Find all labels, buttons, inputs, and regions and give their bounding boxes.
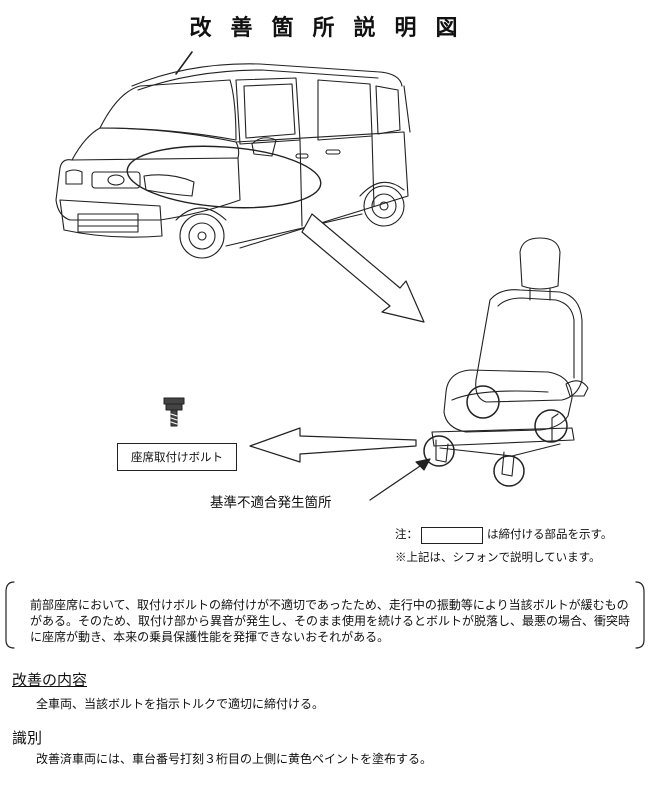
legend-box <box>421 526 483 544</box>
identification-heading: 識別 <box>12 729 43 747</box>
remedy-heading: 改善の内容 <box>12 671 88 689</box>
identification-text: 改善済車両には、車台番号打刻３桁目の上側に黄色ペイントを塗布する。 <box>36 752 433 766</box>
defect-location-label: 基準不適合発生箇所 <box>210 495 332 511</box>
defect-description: 前部座席において、取付けボルトの締付けが不適切であったため、走行中の振動等により… <box>30 598 631 644</box>
seat-drawing <box>423 237 589 487</box>
legend-note: 注： は締付ける部品を示す。 <box>395 526 612 544</box>
description-bracket <box>5 581 645 649</box>
pointer-arrow-to-seat <box>301 213 425 323</box>
note-prefix: 注： <box>395 527 418 541</box>
note-suffix: は締付ける部品を示す。 <box>487 527 613 541</box>
remedy-text: 全車両、当該ボルトを指示トルクで適切に締付ける。 <box>36 697 325 711</box>
bolt-label: 座席取付けボルト <box>117 443 237 471</box>
defect-pointer-arrow <box>369 458 431 501</box>
bolt-icon <box>163 397 185 427</box>
model-note: ※上記は、シフォンで説明しています。 <box>395 550 601 564</box>
car-drawing <box>55 51 411 259</box>
pointer-arrow-to-label <box>249 427 417 463</box>
page-title: 改善箇所説明図 <box>189 15 477 41</box>
